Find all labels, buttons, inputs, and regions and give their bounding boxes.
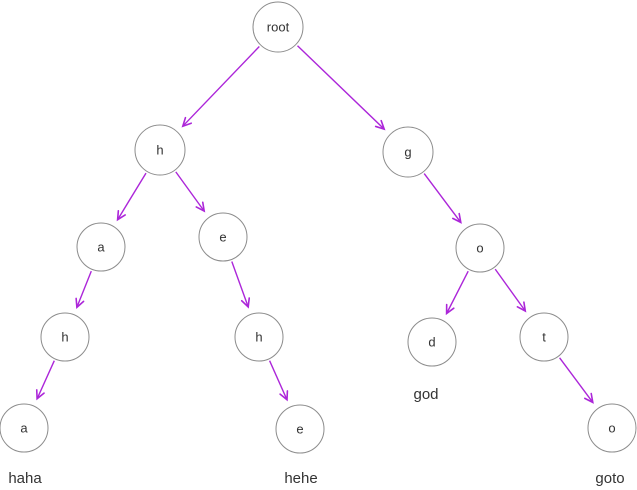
trie-edge-t1-o2 — [559, 357, 594, 404]
trie-node-t1: t — [519, 312, 569, 362]
node-label: e — [296, 422, 303, 437]
node-label: o — [476, 241, 483, 256]
node-label: root — [267, 20, 290, 35]
trie-edge-g1-o1 — [423, 173, 462, 224]
node-circle — [275, 404, 325, 454]
word-label-god: god — [413, 386, 438, 403]
trie-edge-a1-h2 — [75, 270, 92, 309]
trie-node-a1: a — [76, 222, 126, 272]
word-label-haha: haha — [8, 470, 42, 487]
trie-edge-o1-t1 — [494, 268, 527, 313]
node-circle — [382, 126, 434, 178]
trie-node-e1: e — [198, 212, 248, 262]
trie-node-o2: o — [587, 403, 637, 453]
node-label: h — [61, 330, 68, 345]
node-label: h — [156, 143, 163, 158]
node-label: o — [608, 421, 615, 436]
node-label: d — [428, 335, 435, 350]
node-circle — [587, 403, 637, 453]
trie-edge-h3-e2 — [268, 360, 289, 402]
node-circle — [76, 222, 126, 272]
trie-edge-h2-a2 — [35, 360, 55, 401]
trie-node-root: root — [252, 1, 304, 53]
trie-edge-root-h1 — [181, 46, 260, 128]
trie-node-o1: o — [455, 223, 505, 273]
trie-node-h2: h — [40, 312, 90, 362]
trie-edge-o1-d1 — [445, 270, 469, 316]
trie-node-h1: h — [134, 124, 186, 176]
node-circle — [252, 1, 304, 53]
node-label: e — [219, 230, 226, 245]
node-label: a — [97, 240, 105, 255]
node-circle — [519, 312, 569, 362]
node-circle — [0, 403, 49, 453]
edges-layer — [35, 45, 594, 404]
node-circle — [407, 317, 457, 367]
trie-node-h3: h — [234, 312, 284, 362]
node-circle — [234, 312, 284, 362]
trie-edge-h1-a1 — [116, 172, 147, 222]
node-label: t — [542, 330, 546, 345]
trie-edge-root-g1 — [297, 45, 386, 131]
word-labels-layer: haha hehe god goto — [8, 386, 624, 487]
trie-edge-h1-e1 — [175, 171, 206, 213]
node-circle — [455, 223, 505, 273]
node-circle — [198, 212, 248, 262]
node-label: h — [255, 330, 262, 345]
trie-node-g1: g — [382, 126, 434, 178]
trie-node-e2: e — [275, 404, 325, 454]
trie-node-a2: a — [0, 403, 49, 453]
word-label-hehe: hehe — [284, 470, 317, 487]
node-label: g — [404, 145, 411, 160]
nodes-layer: root h g a e o h h d t a e o — [0, 1, 637, 454]
trie-node-d1: d — [407, 317, 457, 367]
node-circle — [40, 312, 90, 362]
word-label-goto: goto — [595, 470, 624, 487]
trie-edge-e1-h3 — [231, 261, 251, 309]
node-label: a — [20, 421, 28, 436]
node-circle — [134, 124, 186, 176]
